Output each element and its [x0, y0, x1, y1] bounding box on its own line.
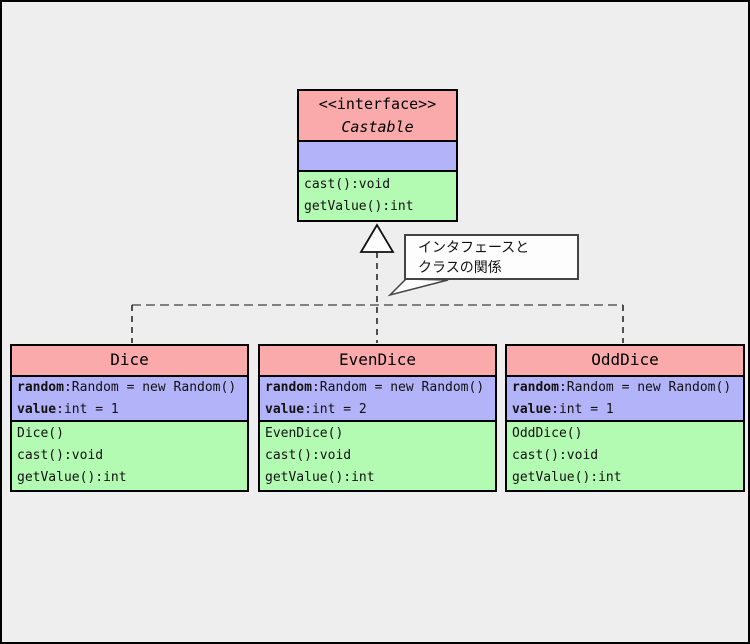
- class-attribute: value:int = 1: [512, 402, 614, 417]
- note-text-line2: クラスの関係: [418, 260, 502, 276]
- class-name: OddDice: [507, 346, 743, 375]
- interface-attribute-compartment: [299, 140, 456, 170]
- class-name: EvenDice: [260, 346, 495, 375]
- class-method: cast():void: [512, 448, 599, 463]
- class-attribute: random:Random = new Random(): [512, 380, 732, 395]
- class-box-odddice[interactable]: OddDice random:Random = new Random() val…: [505, 344, 745, 492]
- realization-triangle-arrowhead[interactable]: [359, 223, 395, 253]
- interface-name-compartment: <<interface>> Castable: [299, 91, 456, 140]
- interface-method: getValue():int: [304, 199, 414, 214]
- class-attribute: value:int = 2: [265, 402, 367, 417]
- class-method-compartment: EvenDice() cast():void getValue():int: [260, 420, 495, 490]
- class-attribute: value:int = 1: [17, 402, 119, 417]
- interface-box-castable[interactable]: <<interface>> Castable cast():void getVa…: [297, 89, 458, 222]
- class-method: getValue():int: [265, 470, 375, 485]
- class-attribute-compartment: random:Random = new Random() value:int =…: [12, 375, 247, 420]
- class-attribute-compartment: random:Random = new Random() value:int =…: [260, 375, 495, 420]
- class-box-dice[interactable]: Dice random:Random = new Random() value:…: [10, 344, 249, 492]
- class-method: OddDice(): [512, 426, 583, 441]
- class-method-compartment: Dice() cast():void getValue():int: [12, 420, 247, 490]
- interface-stereotype: <<interface>>: [318, 95, 437, 113]
- class-method: getValue():int: [17, 470, 127, 485]
- class-method: getValue():int: [512, 470, 622, 485]
- note-callout[interactable]: インタフェースと クラスの関係: [404, 234, 579, 280]
- interface-method-compartment: cast():void getValue():int: [299, 170, 456, 220]
- interface-name: Castable: [341, 118, 414, 136]
- class-method: cast():void: [265, 448, 352, 463]
- note-tail[interactable]: [387, 278, 449, 297]
- class-box-evendice[interactable]: EvenDice random:Random = new Random() va…: [258, 344, 497, 492]
- interface-method: cast():void: [304, 177, 391, 192]
- class-name: Dice: [12, 346, 247, 375]
- class-attribute-compartment: random:Random = new Random() value:int =…: [507, 375, 743, 420]
- class-attribute: random:Random = new Random(): [265, 380, 485, 395]
- note-text-line1: インタフェースと: [418, 240, 530, 256]
- class-attribute: random:Random = new Random(): [17, 380, 237, 395]
- class-method: cast():void: [17, 448, 104, 463]
- class-method-compartment: OddDice() cast():void getValue():int: [507, 420, 743, 490]
- class-method: EvenDice(): [265, 426, 344, 441]
- class-method: Dice(): [17, 426, 64, 441]
